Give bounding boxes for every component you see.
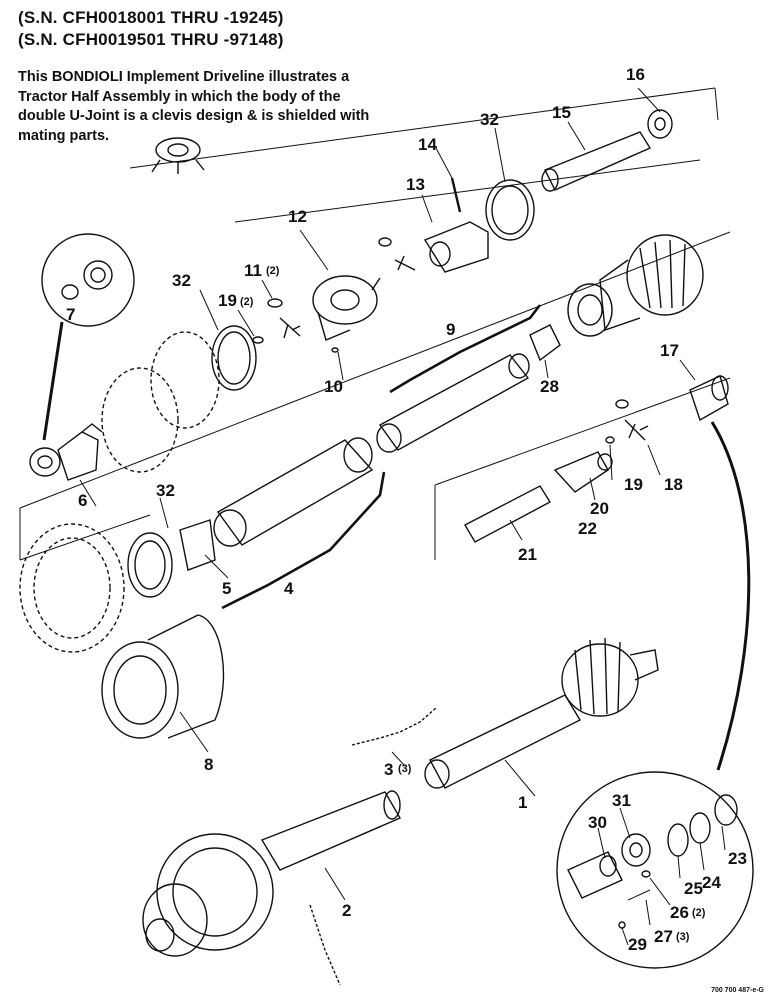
shield-rings-dashed (19, 331, 220, 653)
part-21-tube (464, 485, 551, 543)
callout-16: 16 (626, 65, 645, 84)
cone-shield-upper (567, 234, 704, 337)
part-19-cross (252, 298, 301, 344)
callout-6: 6 (78, 491, 87, 510)
callout-4: 4 (284, 579, 294, 598)
callout-13: 13 (406, 175, 425, 194)
callout-7: 7 (66, 305, 75, 324)
callout-17: 17 (660, 341, 679, 360)
callout-2: 2 (342, 901, 351, 920)
axis-line-upper (129, 87, 716, 169)
qty-19: (2) (240, 296, 254, 308)
part-28-ring (529, 324, 561, 362)
callout-20: 20 (590, 499, 609, 518)
bracket-9 (389, 304, 542, 394)
callout-22: 22 (578, 519, 597, 538)
callout-10: 10 (324, 377, 343, 396)
part-12-flange-yoke (312, 275, 381, 353)
part-4-outer-tube (213, 437, 374, 547)
callout-30: 30 (588, 813, 607, 832)
callout-24: 24 (702, 873, 721, 892)
callout-1: 1 (518, 793, 527, 812)
part-8-shield (101, 614, 225, 739)
callout-12: 12 (288, 207, 307, 226)
axis-line-sub (434, 377, 731, 486)
detail-circle-23-31 (556, 421, 754, 969)
callout-18: 18 (664, 475, 683, 494)
callout-27: 27 (654, 927, 673, 946)
part-32-ring-right (485, 179, 535, 241)
callout-15: 15 (552, 103, 571, 122)
callout-32: 32 (172, 271, 191, 290)
description-text: This BONDIOLI Implement Driveline illust… (18, 69, 370, 144)
callout-25: 25 (684, 879, 703, 898)
callout-26: 26 (670, 903, 689, 922)
part-1-tube-assembly (424, 637, 659, 789)
axis-line-middle (19, 231, 731, 509)
callout-29: 29 (628, 935, 647, 954)
qty-27: (3) (676, 931, 690, 943)
part-32-ring-lower (127, 532, 173, 598)
part-9-inner-tube (376, 353, 530, 453)
part-14-pin (450, 177, 462, 213)
part-18-cross (605, 399, 649, 444)
part-17-yoke (689, 375, 729, 422)
bracket-4 (221, 471, 386, 610)
qty-11: (2) (266, 265, 280, 277)
callout-8: 8 (204, 755, 213, 774)
small-yoke-thumbnail (151, 137, 205, 174)
callout-5: 5 (222, 579, 231, 598)
qty-3: (3) (398, 763, 412, 775)
part-13-clevis (378, 221, 489, 273)
callout-19: 19 (624, 475, 643, 494)
serial-range-1: (S.N. CFH0018001 THRU -19245) (18, 8, 284, 27)
part-32-ring-upper (211, 325, 257, 391)
callout-19: 19 (218, 291, 237, 310)
detail-circle-7 (41, 233, 135, 441)
part-16-collar (647, 109, 673, 139)
part-2-tractor-half (142, 790, 401, 986)
part-3-chain (351, 707, 437, 746)
callout-28: 28 (540, 377, 559, 396)
callout-3: 3 (384, 760, 393, 779)
callout-23: 23 (728, 849, 747, 868)
callout-31: 31 (612, 791, 631, 810)
part-15-tube (541, 131, 652, 192)
callout-32: 32 (156, 481, 175, 500)
serial-range-2: (S.N. CFH0019501 THRU -97148) (18, 30, 284, 49)
callout-32: 32 (480, 110, 499, 129)
part-20-yoke (553, 451, 613, 493)
figure-number: 700 700 487-e-G (711, 987, 764, 994)
callout-11: 11 (244, 261, 262, 280)
callout-9: 9 (446, 320, 455, 339)
part-6-yoke (29, 423, 103, 481)
qty-26: (2) (692, 907, 706, 919)
part-5-bearing (179, 519, 216, 571)
callout-21: 21 (518, 545, 537, 564)
callout-14: 14 (418, 135, 437, 154)
